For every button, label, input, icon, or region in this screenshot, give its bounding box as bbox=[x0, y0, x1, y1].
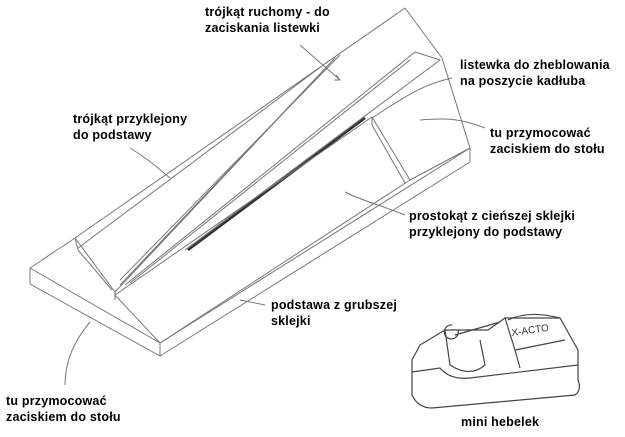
label-glued-triangle: trójkąt przyklejony do podstawy bbox=[73, 111, 187, 143]
label-line: podstawa z grubszej bbox=[271, 298, 398, 312]
label-line: tu przymocować bbox=[490, 126, 591, 140]
base-board bbox=[29, 147, 471, 357]
label-line: trójkąt ruchomy - do bbox=[205, 5, 330, 19]
moving-triangle bbox=[124, 51, 441, 286]
label-line: sklejki bbox=[271, 314, 311, 328]
label-base: podstawa z grubszej sklejki bbox=[271, 297, 397, 329]
glued-triangle bbox=[74, 7, 443, 293]
label-clamp-right: tu przymocować zaciskiem do stołu bbox=[490, 125, 605, 157]
label-line: prostokąt z cieńszej sklejki bbox=[409, 209, 576, 223]
label-line: na poszycie kadłuba bbox=[460, 74, 586, 88]
label-line: zaciskania listewki bbox=[205, 21, 320, 35]
plane-brand-text: X-ACTO bbox=[511, 323, 550, 339]
label-line: do podstawy bbox=[73, 128, 152, 142]
label-line: zaciskiem do stołu bbox=[490, 142, 605, 156]
strip bbox=[187, 116, 366, 252]
label-line: trójkąt przyklejony bbox=[73, 112, 188, 126]
label-moving-triangle: trójkąt ruchomy - do zaciskania listewki bbox=[205, 4, 330, 36]
leader-lines bbox=[64, 44, 486, 386]
right-end bbox=[409, 57, 471, 181]
label-strip: listewka do zheblowania na poszycie kadł… bbox=[460, 57, 610, 89]
label-thin-rectangle: prostokąt z cieńszej sklejki przyklejony… bbox=[409, 208, 575, 240]
label-line: tu przymocować bbox=[6, 394, 107, 408]
label-clamp-left: tu przymocować zaciskiem do stołu bbox=[6, 393, 121, 425]
label-line: listewka do zheblowania bbox=[460, 58, 610, 72]
label-line: zaciskiem do stołu bbox=[6, 410, 121, 424]
label-line: przyklejony do podstawy bbox=[409, 225, 563, 239]
mini-plane-sketch: X-ACTO bbox=[411, 313, 581, 409]
label-mini-plane: mini hebelek bbox=[461, 415, 540, 429]
